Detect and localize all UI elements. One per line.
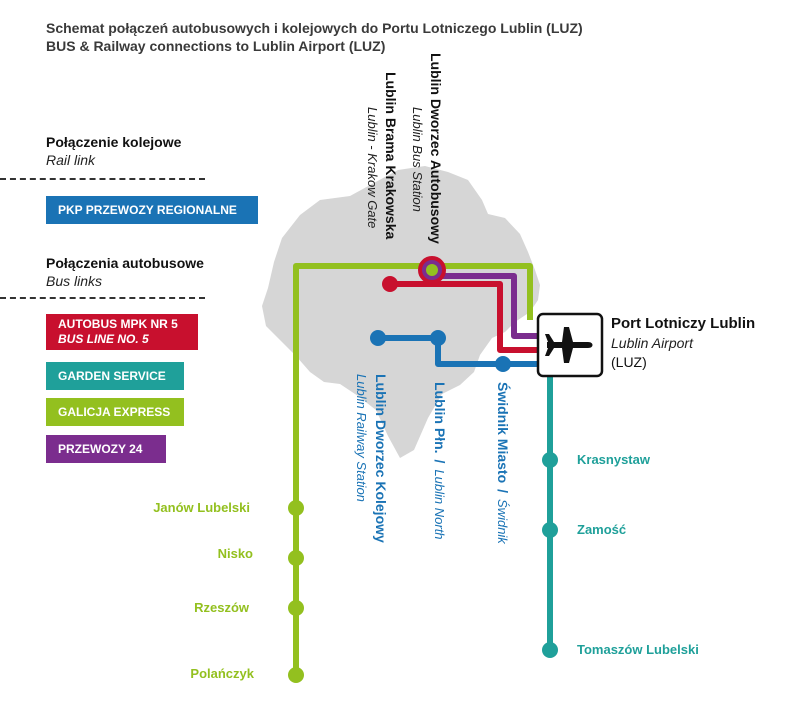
label-nisko: Nisko — [218, 546, 253, 561]
badge-mpk-label: AUTOBUS MPK NR 5 — [58, 317, 178, 331]
stop-dot-railway-station — [370, 330, 386, 346]
label-bus-station: Lublin Dworzec Autobusowy — [428, 53, 444, 244]
stop-dot-swidnik — [495, 356, 511, 372]
bus-legend-title: Połączenia autobusowe — [46, 255, 204, 271]
label-tomaszow: Tomaszów Lubelski — [577, 642, 699, 657]
airport-code: (LUZ) — [611, 354, 647, 370]
airport-name: Port Lotniczy Lublin — [611, 315, 756, 332]
label-krakow-gate: Lublin Brama Krakowska — [383, 72, 399, 239]
rail-legend-title: Połączenie kolejowe — [46, 134, 182, 150]
label-swidnik: Świdnik Miasto/Świdnik — [495, 382, 512, 545]
stop-dot-janow — [288, 500, 304, 516]
bus-divider — [0, 297, 205, 299]
stop-dot-tomaszow — [542, 642, 558, 658]
badge-mpk: AUTOBUS MPK NR 5 BUS LINE NO. 5 — [46, 314, 198, 350]
label-bus-station-en: Lublin Bus Station — [410, 107, 425, 212]
badge-przewozy-24: PRZEWOZY 24 — [46, 435, 166, 463]
mpk-bus-line-5 — [390, 281, 542, 353]
galicja-express-line — [293, 263, 533, 675]
label-rzeszow: Rzeszów — [194, 600, 250, 615]
lublin-city-area — [262, 166, 540, 458]
label-janow: Janów Lubelski — [153, 500, 250, 515]
label-polanczyk: Polańczyk — [190, 666, 254, 681]
label-railway-station: Lublin Dworzec Kolejowy — [373, 374, 389, 543]
airplane-icon — [545, 327, 593, 363]
label-krasnystaw: Krasnystaw — [577, 452, 651, 467]
stop-dot-krasnystaw — [542, 452, 558, 468]
badge-garden-service: GARDEN SERVICE — [46, 362, 184, 390]
stop-dot-zamosc — [542, 522, 558, 538]
stop-dot-nisko — [288, 550, 304, 566]
pkp-rail-line — [378, 335, 548, 367]
stop-dot-polanczyk — [288, 667, 304, 683]
badge-pkp: PKP PRZEWOZY REGIONALNE — [46, 196, 258, 224]
label-zamosc: Zamość — [577, 522, 626, 537]
stop-dot-lublin-north — [430, 330, 446, 346]
airport-marker — [536, 312, 604, 378]
airport-name-en: Lublin Airport — [611, 335, 693, 351]
rail-divider — [0, 178, 205, 180]
bus-legend-subtitle: Bus links — [46, 273, 103, 289]
badge-mpk-sublabel: BUS LINE NO. 5 — [58, 332, 149, 346]
stop-dot-bus-station — [426, 264, 438, 276]
badge-galicja-express: GALICJA EXPRESS — [46, 398, 184, 426]
stop-dot-rzeszow — [288, 600, 304, 616]
stop-dot-krakow-gate — [382, 276, 398, 292]
title-english: BUS & Railway connections to Lublin Airp… — [46, 38, 386, 54]
label-krakow-gate-en: Lublin - Krakow Gate — [365, 107, 380, 228]
rail-legend-subtitle: Rail link — [46, 152, 96, 168]
label-railway-station-en: Lublin Railway Station — [354, 374, 369, 502]
label-lublin-north: Lublin Płn./Lublin North — [432, 382, 448, 540]
title-polish: Schemat połączeń autobusowych i kolejowy… — [46, 20, 583, 36]
